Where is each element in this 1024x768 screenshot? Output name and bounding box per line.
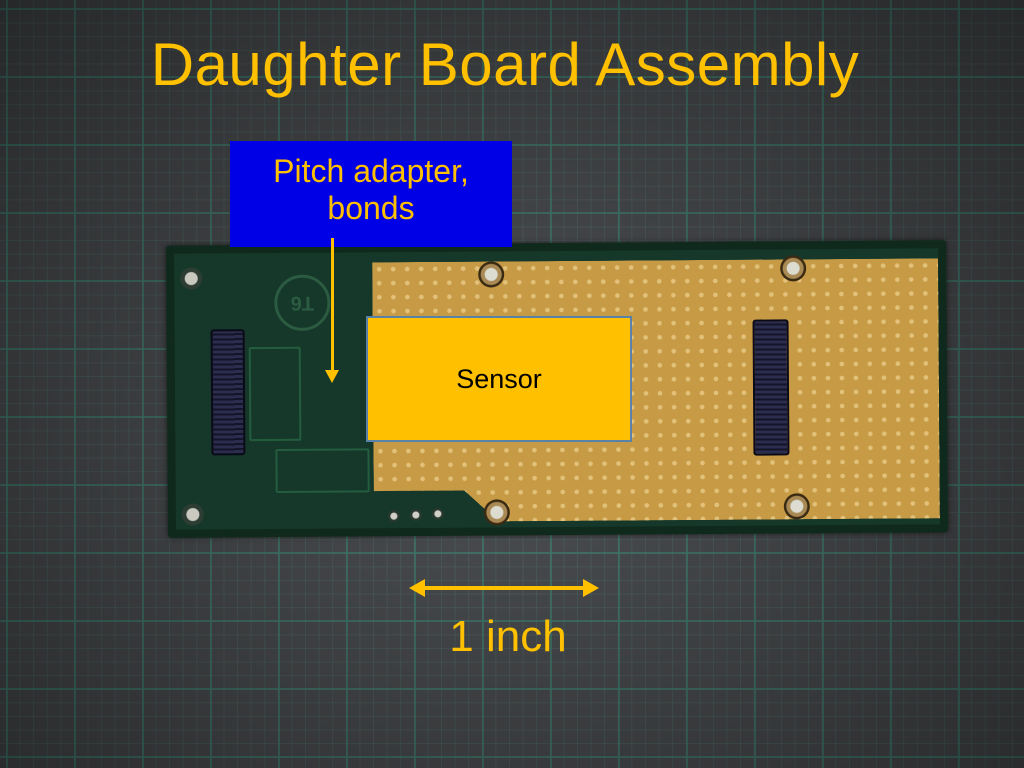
pitch-adapter-callout: Pitch adapter, bonds [230,141,512,247]
mounting-hole-bottom-left [181,503,204,526]
left-connector [210,329,246,456]
pad-hole-bottom-center [483,499,510,526]
routing-trace [275,448,370,493]
callout-arrow-head-icon [325,370,339,383]
right-connector [752,319,790,456]
callout-pointer-line [331,238,334,372]
callout-line-2: bonds [327,190,415,226]
slide-title: Daughter Board Assembly [150,31,860,98]
via-3 [431,507,444,520]
scale-label: 1 inch [449,612,567,661]
pad-hole-top-center [478,261,505,288]
via-2 [409,508,422,522]
mounting-hole-top-left [180,267,203,290]
scale-bar-arrow-icon [409,579,599,597]
sensor-label-box: Sensor [366,316,632,442]
left-trace-block [248,346,302,442]
pad-hole-top-right [780,255,807,282]
board-marking: T6 [274,274,331,331]
pad-hole-bottom-right [783,493,810,520]
callout-line-1: Pitch adapter, [273,153,469,189]
via-1 [387,510,400,523]
